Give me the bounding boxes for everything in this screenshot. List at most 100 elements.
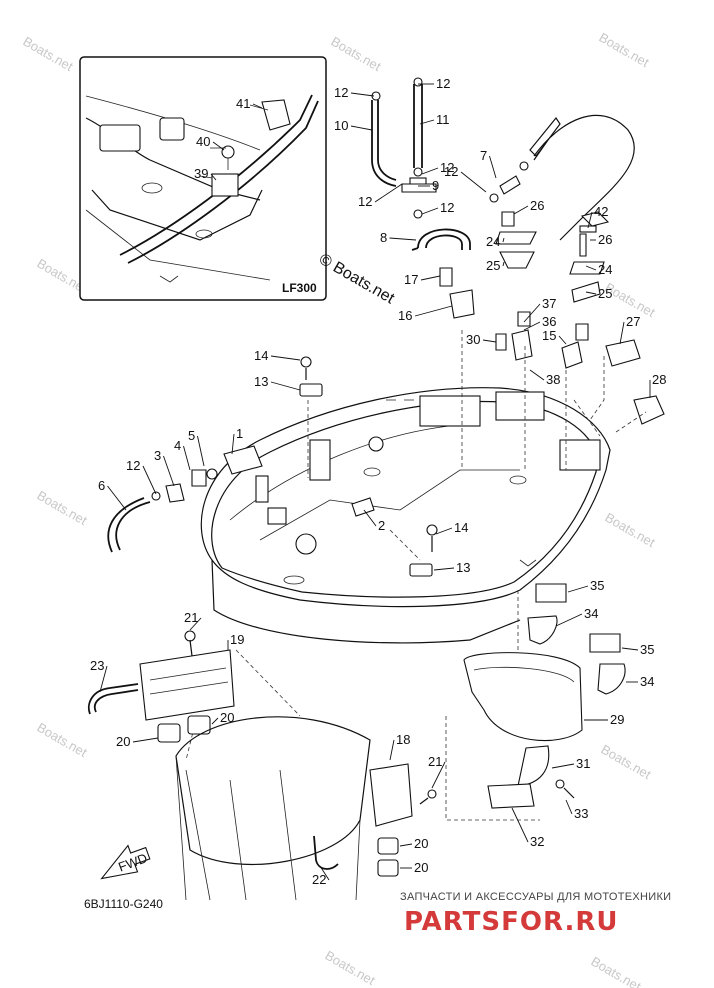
callout-5: 5 [188,428,195,443]
callout-leader [421,207,439,215]
right-upper-parts [439,211,665,425]
callout-leader [350,92,375,97]
callout-16: 16 [398,308,412,323]
callout-14: 14 [454,520,468,535]
callout-leader [231,433,235,455]
callout-41: 41 [236,96,250,111]
callout-36: 36 [542,314,556,329]
callout-24: 24 [486,234,500,249]
watermark-t: Boats.net [329,34,384,75]
callout-10: 10 [334,118,348,133]
callout-20: 20 [116,734,130,749]
callout-leader [523,303,541,323]
callout-33: 33 [574,806,588,821]
callout-leader [431,761,446,789]
callout-19: 19 [230,632,244,647]
leader-lines [185,330,647,821]
callout-26: 26 [530,198,544,213]
callout-leader [270,355,301,361]
lower-left-parts [88,630,437,901]
callout-leader [567,585,589,593]
lower-right-parts [463,583,626,809]
callout-6: 6 [98,478,105,493]
callout-leader [319,865,330,881]
inset-detail: LF300 [79,56,327,301]
fwd-arrow-icon: FWD [100,844,151,880]
watermark-tr: Boats.net [597,30,652,71]
callout-15: 15 [542,328,556,343]
callout-25: 25 [486,258,500,273]
callout-32: 32 [530,834,544,849]
callout-leader [502,237,505,243]
callout-17: 17 [404,272,418,287]
callout-leader [374,183,403,203]
brand-subtitle: ЗАПЧАСТИ И АКСЕССУАРЫ ДЛЯ МОТОТЕХНИКИ [400,891,671,903]
callout-leader [210,173,217,181]
callout-12: 12 [358,194,372,209]
callout-leader [585,265,597,271]
callout-23: 23 [90,658,104,673]
watermark-tl: Boats.net [21,34,76,75]
diagram-code: 6BJ1110-G240 [84,897,163,911]
bottom-cowling [200,387,611,644]
callout-21: 21 [428,754,442,769]
callout-leader [511,807,529,843]
callout-37: 37 [542,296,556,311]
callout-leader [183,445,191,471]
watermark-l3: Boats.net [35,720,90,761]
callout-25: 25 [598,286,612,301]
callout-leader [212,141,225,151]
callout-leader [389,739,395,761]
brand-name: PARTSFOR.RU [404,907,618,937]
callout-20: 20 [220,710,234,725]
callout-leader [211,717,219,725]
callout-leader [363,509,377,527]
watermark-main: © Boats.net [316,251,398,308]
callout-leader [107,485,127,511]
callout-leader [489,155,497,179]
callout-leader [513,205,529,215]
watermark-r2: Boats.net [603,510,658,551]
callout-leader [558,335,567,345]
callout-leader [142,465,157,495]
callout-leader [99,665,108,693]
callout-leader [619,321,625,345]
callout-12: 12 [440,200,454,215]
callout-leader [399,843,413,847]
callout-leader [551,763,575,769]
left-middle-parts [107,356,438,577]
callout-leader [189,617,202,631]
callout-18: 18 [396,732,410,747]
callout-12: 12 [444,164,458,179]
callout-42: 42 [594,204,608,219]
callout-40: 40 [196,134,210,149]
inset-code: LF300 [282,281,317,295]
callout-13: 13 [456,560,470,575]
callout-leader [197,435,205,467]
watermark-r3: Boats.net [599,742,654,783]
watermark-br: Boats.net [589,954,644,988]
callout-3: 3 [154,448,161,463]
callout-leader [460,171,487,193]
callout-leader [587,211,593,229]
callout-1: 1 [236,426,243,441]
callout-2: 2 [378,518,385,533]
callout-29: 29 [610,712,624,727]
callout-leader [502,261,505,267]
watermark-b: Boats.net [323,948,378,988]
callout-leader [420,275,441,281]
callout-leader [414,305,453,317]
callout-leader [482,339,497,343]
callout-4: 4 [174,438,181,453]
callout-21: 21 [184,610,198,625]
callout-leader [555,613,583,627]
callout-39: 39 [194,166,208,181]
callout-35: 35 [590,578,604,593]
callout-35: 35 [640,642,654,657]
callout-13: 13 [254,374,268,389]
callout-leader [132,737,159,743]
callout-leader [523,321,541,331]
callout-28: 28 [652,372,666,387]
callout-27: 27 [626,314,640,329]
